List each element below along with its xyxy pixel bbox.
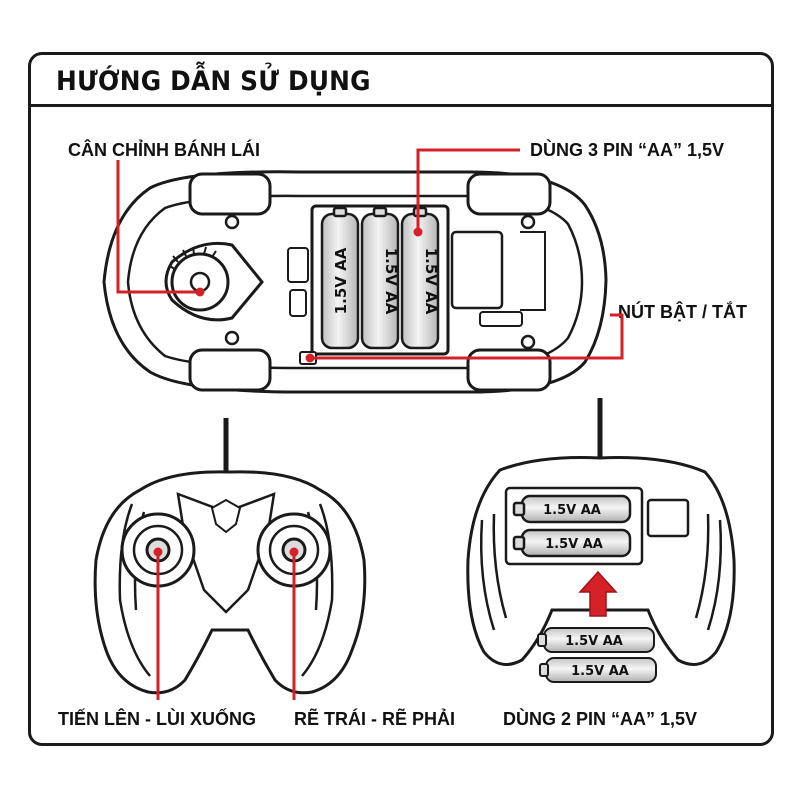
car-detail-box [450,230,504,310]
page-title: HƯỚNG DẪN SỬ DỤNG [56,66,371,97]
battery-label: 1.5V AA [382,248,400,315]
battery-label: 1.5V AA [545,537,603,552]
wheel-rear-left [466,172,552,216]
label-remote-battery: DÙNG 2 PIN “AA” 1,5V [503,709,698,729]
leader-power-switch [310,313,624,360]
wheel-front-left [188,172,272,216]
remote-detail-box [646,498,690,538]
steering-trim-teeth [169,246,217,271]
car-detail-clip [287,247,309,283]
label-car-battery: DÙNG 3 PIN “AA” 1,5V [530,140,725,160]
remote-batteries [512,494,632,558]
screw-icon [224,330,240,346]
car-battery-labels: 1.5V AA 1.5V AA 1.5V AA [332,247,440,314]
battery-label: 1.5V AA [543,503,601,518]
wheel-rear-right [466,348,552,392]
leader-car-battery [416,148,520,232]
battery-label: 1.5V AA [422,248,440,315]
insert-arrow-icon [578,570,618,617]
remote-battery-labels: 1.5V AA 1.5V AA [543,503,603,552]
leader-steering [116,160,200,294]
car-detail-bracket [520,231,546,311]
battery-label: 1.5V AA [332,247,350,314]
car-detail-slot [479,311,523,327]
battery-label: 1.5V AA [571,664,629,679]
screw-icon [520,214,536,230]
car-detail-clip [289,289,307,317]
car-batteries [320,206,440,350]
battery-label: 1.5V AA [565,634,623,649]
remote-front [93,418,367,695]
remote-side-ribs-left [479,513,508,631]
wheel-front-right [188,348,272,392]
label-forward-backward: TIẾN LÊN - LÙI XUỐNG [58,709,256,729]
car-leader-lines [116,148,624,363]
screw-icon [224,214,240,230]
label-power-switch: NÚT BẬT / TẮT [618,302,747,322]
remote-logo [210,498,242,534]
loose-battery-labels: 1.5V AA 1.5V AA [565,634,629,679]
remote-leader-lines [153,547,299,700]
label-turn-left-right: RẼ TRÁI - RẼ PHẢI [294,709,456,729]
loose-batteries [537,627,657,683]
remote-side-ribs-right [694,513,723,631]
screw-icon [520,334,536,350]
label-steering-alignment: CÂN CHỈNH BÁNH LÁI [68,140,260,160]
title-divider [28,104,774,107]
instruction-frame [28,52,774,746]
